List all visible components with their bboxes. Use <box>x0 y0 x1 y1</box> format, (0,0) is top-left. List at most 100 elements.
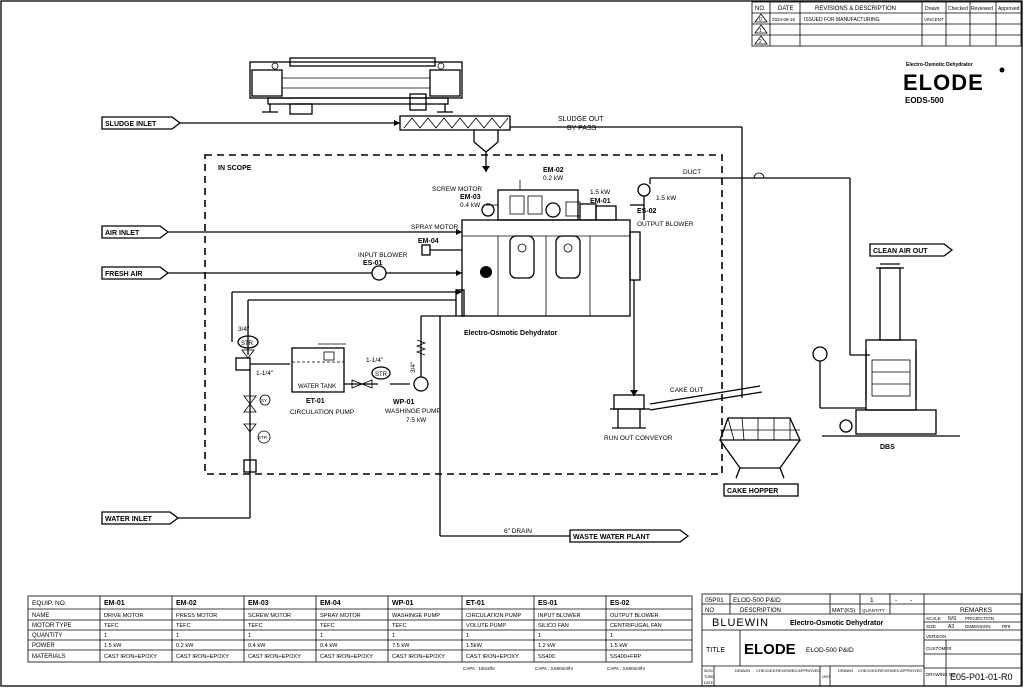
tb-qty-label: QUANTITY <box>862 608 885 613</box>
str-b-label: STR <box>375 372 388 378</box>
equip-col-2-cell-3: 0.4 kW <box>248 643 266 649</box>
equip-col-2-no: EM-03 <box>248 600 269 607</box>
es02-label: ES-02 <box>637 208 657 215</box>
es01-label: ES-01 <box>363 260 383 267</box>
rev-header-checked: Checked <box>948 6 968 12</box>
rev-row-0-desc: ISSUED FOR MANUFACTURING <box>804 17 880 23</box>
equip-col-3-cell-1: TEFC <box>320 623 335 629</box>
tb-side-ture: TURE <box>704 675 714 679</box>
rev-header-approved: Approved <box>998 6 1020 12</box>
equip-col-3-cell-3: 0.4 kW <box>320 643 338 649</box>
tb-product: Electro-Osmotic Dehydrator <box>790 620 884 627</box>
equip-col-6-cell-3: 1.2 kW <box>538 643 556 649</box>
equip-col-1-cell-3: 0.2 kW <box>176 643 194 649</box>
washing-pump-kw: 7.5 kW <box>406 417 427 424</box>
equip-col-6-no: ES-01 <box>538 600 558 607</box>
equip-col-3-no: EM-04 <box>320 600 341 607</box>
equip-col-7-cell-3: 1.5 kW <box>610 643 628 649</box>
sludge-inlet-tag: SLUDGE INLET <box>101 116 182 130</box>
tb-drawing-no: E05-P01-01-R0 <box>950 672 1013 682</box>
tb-sign-reviewed-b: REVIEWED <box>878 668 899 673</box>
in-scope-boundary <box>204 154 723 475</box>
waste-water-tag <box>569 529 690 543</box>
output-blower-label: OUTPUT BLOWER <box>637 221 694 228</box>
em02-kw: 0.2 kW <box>543 175 564 182</box>
tb-sign-checked-a: CHECKED <box>756 668 776 673</box>
equip-col-6-cell-0: INPUT BLOWER <box>538 613 580 619</box>
tb-rev-mark-2: - <box>910 597 912 604</box>
water-tank <box>291 343 346 393</box>
input-blower-symbol <box>371 265 387 281</box>
tb-sign-checked-b: CHECKED <box>858 668 878 673</box>
str-a-label: STR <box>241 341 254 347</box>
equip-col-4-cell-4: CAST IRON+EPOXY <box>392 654 445 660</box>
tb-sign-reviewed-a: REVIEWED <box>776 668 797 673</box>
equip-col-0-cell-2: 1 <box>104 633 107 639</box>
pipe-114-a: 1-1/4" <box>256 370 274 377</box>
press-machine <box>249 57 463 115</box>
air-inlet-tag: AIR INLET <box>101 225 170 239</box>
duct-label: DUCT <box>683 169 701 176</box>
sy-label: SY <box>261 398 267 403</box>
water-tank-label: WATER TANK <box>298 384 336 390</box>
equip-col-0-cell-0: DRIVE MOTOR <box>104 613 143 619</box>
title-block: 05P01 ELOD-500 P&ID 1 - - NO DESCRIPTION… <box>701 593 1022 687</box>
em04-symbol <box>421 244 431 256</box>
rev-row-2-no: 2 <box>759 39 762 45</box>
tb-sign-drawn-b: DRAWN <box>838 668 853 673</box>
equip-col-4-cell-3: 7.5 kW <box>392 643 410 649</box>
tb-size-label: SIZE <box>926 624 936 629</box>
tb-unit-label: UNIT <box>822 675 831 679</box>
cake-hopper-label: CAKE HOPPER <box>727 488 778 495</box>
dbs-label: DBS <box>880 444 895 451</box>
tb-version-label: VERSION <box>926 634 946 639</box>
run-out-conveyor <box>610 385 763 429</box>
em01-label: EM-01 <box>590 198 611 205</box>
spray-motor-label: SPRAY MOTOR <box>411 224 459 231</box>
tb-customer-label: CUSTOMER <box>926 646 952 651</box>
sy-symbol <box>259 394 271 406</box>
equip-col-7-cell-2: 1 <box>610 633 613 639</box>
em03-label: EM-03 <box>460 194 481 201</box>
tb-dimension-value: mm <box>1002 624 1010 630</box>
brand-logo: Electro-Osmotic Dehydrator ELODE EODS-50… <box>903 62 1005 105</box>
equip-col-1-cell-1: TEFC <box>176 623 191 629</box>
water-inlet-tag: WATER INLET <box>101 511 180 525</box>
waste-water-label: WASTE WATER PLANT <box>573 534 651 541</box>
tb-dimension-label: DIMENSION <box>965 624 991 629</box>
brand-logo-text: ELODE <box>903 70 984 95</box>
equip-col-2-cell-0: SCREW MOTOR <box>248 613 291 619</box>
clean-air-out-label: CLEAN AIR OUT <box>873 248 928 255</box>
strainer-b <box>371 366 391 380</box>
equip-col-6-cell-2: 1 <box>538 633 541 639</box>
tb-side-sign: SIGN <box>704 669 713 673</box>
screw-conveyor <box>399 115 511 172</box>
equip-col-1-no: EM-02 <box>176 600 197 607</box>
equip-col-1-cell-0: PRESS MOTOR <box>176 613 217 619</box>
sludge-inlet-label: SLUDGE INLET <box>105 121 157 128</box>
tb-mat-label: MAT'(KS) <box>832 608 855 614</box>
rev-header-drawn: Drawn <box>925 6 940 12</box>
equip-col-7-cell-1: CENTRIFUGAL FAN <box>610 623 662 629</box>
equip-row-label-materials: MATERIALS <box>32 654 66 660</box>
equip-col-2-cell-4: CAST IRON+EPOXY <box>248 654 301 660</box>
tb-size-value: A3 <box>948 624 954 630</box>
tb-rev-mark-0: 1 <box>870 597 874 604</box>
tb-desc-label: DESCRIPTION <box>740 608 781 614</box>
str-c-label: STR <box>258 435 268 440</box>
cake-out-label: CAKE OUT <box>670 387 703 394</box>
equip-col-5-cell-1: VOLUTE PUMP <box>466 623 506 629</box>
washing-pump-label: WASHINGE PUMP <box>385 408 441 415</box>
em01-kw: 1.5 kW <box>590 189 611 196</box>
equip-col-1-cell-2: 1 <box>176 633 179 639</box>
pipe-114-b: 1-1/4" <box>366 357 384 364</box>
bypass-label: BY PASS <box>567 125 597 132</box>
rev-header-no: NO. <box>755 6 766 12</box>
tb-title-label: TITLE <box>706 647 725 654</box>
cake-hopper <box>719 417 802 479</box>
tb-doc-title: ELOD-500 P&ID <box>733 597 781 604</box>
equip-col-7-cell-4: SS400+FRP <box>610 654 642 660</box>
equip-col-3-cell-0: SPRAY MOTOR <box>320 613 361 619</box>
tb-scale-label: SCALE <box>926 616 941 621</box>
